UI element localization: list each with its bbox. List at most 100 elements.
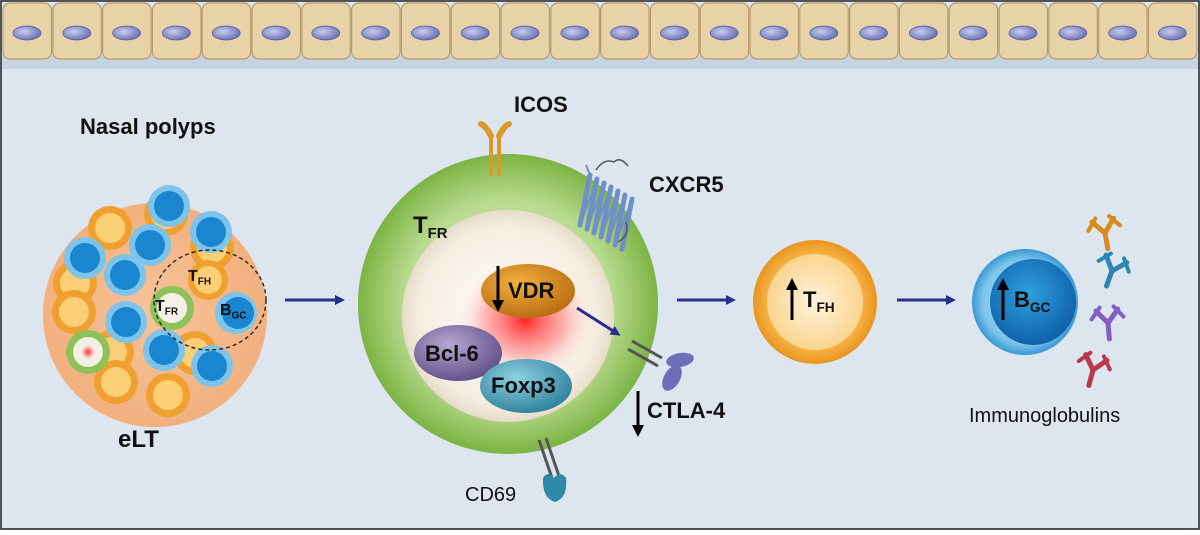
tfr-label: TFR	[413, 212, 448, 243]
orange-cell	[88, 206, 132, 250]
tfh-cell	[753, 240, 877, 364]
nucleus	[311, 25, 341, 41]
foxp3-label: Foxp3	[491, 373, 556, 398]
epithelial-cell	[998, 2, 1049, 60]
nasal-polyps-label: Nasal polyps	[80, 114, 216, 139]
epithelial-cell	[1097, 2, 1148, 60]
epithelial-cell	[101, 2, 152, 60]
nucleus	[809, 25, 839, 41]
bgc-nucleus	[990, 259, 1076, 345]
follicle-outline	[153, 249, 267, 351]
elt-cells	[52, 185, 257, 417]
bgc-label: BGC	[1014, 287, 1051, 315]
nucleus	[510, 25, 540, 41]
cxcr5-receptor	[577, 159, 635, 252]
epithelial-cell	[351, 2, 401, 60]
immunoglobulin-group	[1076, 214, 1131, 388]
nucleus	[1058, 25, 1088, 41]
tm-helix	[612, 192, 628, 248]
antibody-icon	[1076, 350, 1112, 388]
orange-cell	[94, 360, 138, 404]
blue-cell	[148, 185, 190, 227]
foxp3-blob	[480, 359, 572, 413]
nucleus	[460, 25, 490, 41]
tfr-small-label: TFR	[155, 298, 178, 318]
blue-cell	[105, 301, 147, 343]
green-cell	[66, 330, 110, 374]
tfh-small-label: TFH	[188, 268, 211, 288]
tm-helix	[591, 180, 607, 236]
nucleus	[410, 25, 440, 41]
epithelial-cell	[500, 2, 551, 60]
nucleus	[610, 25, 639, 41]
bcl6-label: Bcl-6	[425, 341, 479, 366]
nucleus	[1158, 25, 1187, 41]
cxcr5-label: CXCR5	[649, 172, 724, 197]
icos-label: ICOS	[514, 92, 568, 117]
tfr-cell	[358, 154, 658, 454]
elt-structure	[43, 185, 267, 427]
nucleus	[560, 25, 590, 41]
epithelial-cell	[649, 2, 700, 60]
vdr-blob	[481, 264, 575, 318]
epithelial-cell	[848, 2, 899, 60]
nucleus	[211, 25, 241, 41]
follicle-tfr-cell	[150, 286, 194, 330]
blue-cell	[143, 329, 185, 371]
epithelial-cell	[599, 2, 650, 60]
epithelial-cell	[749, 2, 800, 60]
epithelial-cell	[898, 2, 949, 60]
blue-cell	[190, 211, 232, 253]
cd69-receptor	[537, 437, 567, 502]
tm-helix	[598, 184, 614, 240]
follicle-tfh-cell	[188, 260, 228, 300]
epithelial-cell	[948, 2, 999, 60]
tfh-label: TFH	[803, 287, 835, 315]
epithelial-cell	[699, 2, 750, 60]
ctla4-receptor	[627, 339, 694, 391]
orange-cell	[146, 373, 190, 417]
nucleus	[161, 25, 191, 41]
epithelial-cell	[799, 2, 849, 60]
nucleus	[958, 25, 988, 41]
antibody-icon	[1089, 304, 1126, 342]
orange-cell	[52, 290, 96, 334]
tm-helix	[577, 172, 593, 228]
epithelial-cell	[301, 2, 351, 60]
epithelium-layer	[2, 2, 1198, 69]
bgc-cell	[972, 249, 1078, 355]
ctla4-label: CTLA-4	[647, 398, 726, 423]
tm-helix	[605, 188, 621, 244]
arrow-vdr-to-ctla4	[576, 306, 621, 336]
epithelial-cell	[1048, 2, 1098, 60]
blue-cell	[191, 345, 233, 387]
nucleus	[112, 25, 141, 41]
immunoglobulins-label: Immunoglobulins	[969, 405, 1121, 427]
nucleus	[12, 25, 42, 41]
tm-helix	[584, 176, 600, 232]
nucleus	[660, 25, 689, 41]
elt-label: eLT	[118, 426, 159, 453]
epithelial-cell	[251, 2, 302, 60]
epithelial-cell	[52, 2, 102, 60]
nucleus	[859, 25, 888, 41]
cd69-label: CD69	[465, 484, 517, 506]
bcl6-blob	[414, 325, 502, 381]
follicle-bgc-cell	[215, 292, 257, 334]
blue-cell	[129, 224, 171, 266]
vdr-label: VDR	[508, 278, 555, 303]
epithelial-cell	[550, 2, 600, 60]
epithelial-cell	[1147, 2, 1198, 60]
bgc-small-label: BGC	[220, 302, 247, 322]
blue-cell	[64, 237, 106, 279]
nucleus	[909, 25, 938, 41]
nucleus	[361, 25, 391, 41]
epithelial-cell	[201, 2, 252, 60]
antibody-icon	[1096, 251, 1131, 289]
nucleus	[709, 25, 739, 41]
nucleus	[261, 25, 291, 41]
epithelial-cell	[400, 2, 451, 60]
epithelial-cell	[2, 2, 53, 60]
antibody-icon	[1086, 214, 1122, 252]
